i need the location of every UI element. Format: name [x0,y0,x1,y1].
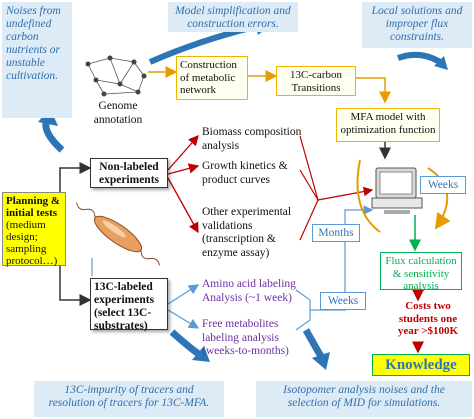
free-metabolites-item: Free metabolites labeling analysis (week… [202,318,289,357]
planning-detail: (medium design; sampling protocol…) [6,219,58,267]
transitions-box: 13C-carbon Transitions [276,66,356,96]
curved-arrow-top-right [396,51,442,65]
mfa-model-box: MFA model with optimization function [336,108,440,142]
other-validations-item: Other experimental validations (transcri… [202,206,292,259]
note-model-errors: Model simplification and construction er… [168,2,298,32]
construction-box: Construction of metabolic network [176,56,248,100]
cost-text: Costs two students one year >$100K [397,300,459,337]
knowledge-box: Knowledge [372,354,470,376]
amino-acid-labeling-item: Amino acid labeling Analysis (~1 week) [202,278,296,304]
weeks-computer-tag: Weeks [420,176,466,194]
non-labeled-experiments-box: Non-labeled experiments [90,158,168,188]
months-tag: Months [312,224,360,242]
note-cultivation-noise: Noises from undefined carbon nutrients o… [2,2,72,118]
planning-title: Planning & initial tests [6,195,61,219]
note-isotopomer-noise: Isotopomer analysis noises and the selec… [256,381,472,417]
labeled-experiments-box: 13C-labeled experiments (select 13C-subs… [90,278,168,332]
note-local-solutions: Local solutions and improper flux constr… [362,2,472,48]
biomass-analysis-item: Biomass composition analysis [202,126,302,152]
genome-annotation-label: Genome annotation [93,100,143,126]
planning-box: Planning & initial tests (medium design;… [2,192,66,267]
note-tracer-impurity: 13C-impurity of tracers and resolution o… [34,381,224,417]
flux-calculation-box: Flux calculation & sensitivity analysis [380,252,462,292]
growth-kinetics-item: Growth kinetics & product curves [202,160,288,186]
weeks-labeling-tag: Weeks [320,292,366,310]
